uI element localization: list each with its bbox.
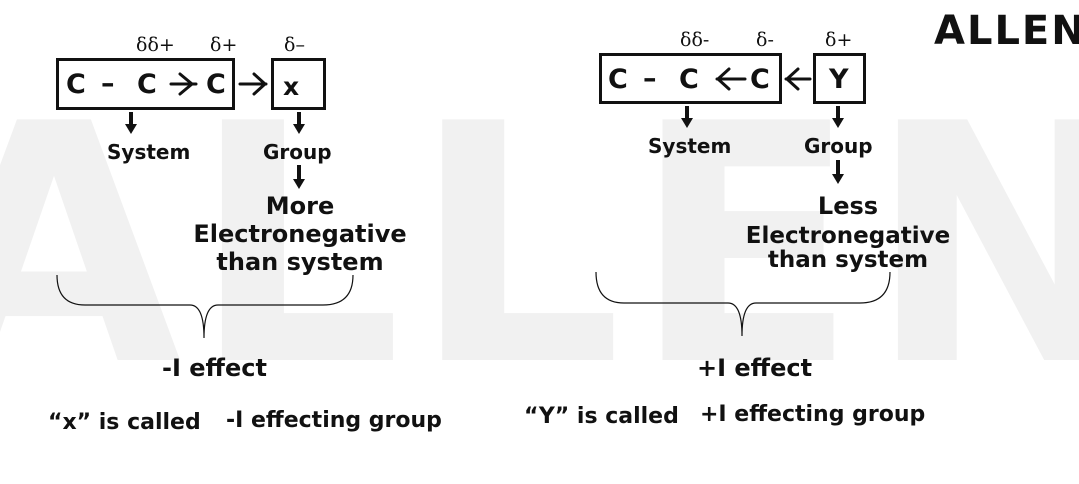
left-carbon-2: C [137,69,157,100]
right-group-box [813,53,866,104]
right-group-y: Y [829,64,849,95]
left-brace [56,274,354,339]
left-system-box [56,58,235,110]
right-caption-called: “Y” is called [524,404,679,429]
right-caption-group: +I effecting group [700,402,926,427]
left-delta-c3: δ+ [210,34,238,56]
left-system-down-arrow [125,112,137,134]
right-description-line-3: than system [767,247,929,273]
allen-logo: ALLEN [934,8,1079,54]
right-delta-group: δ+ [825,29,853,51]
left-group-down-arrow [293,112,305,134]
right-system-box [599,53,782,104]
right-carbon-3: C [750,64,770,95]
left-description-line-2: Electronegative [193,220,407,248]
watermark-text: ALLEN [0,54,1079,438]
right-group-desc-down-arrow [832,160,844,184]
right-description: Less Electronegative than system [730,192,966,272]
right-effect-label: +I effect [697,354,813,382]
left-caption-group: -I effecting group [226,408,442,433]
left-bond: – [101,68,115,99]
right-system-label: System [648,134,732,158]
left-group-label: Group [263,140,332,164]
left-description-line-1: More [265,192,335,220]
right-brace [595,271,891,337]
left-delta-group: δ– [284,34,305,56]
left-group-desc-down-arrow [293,165,305,189]
left-group-box [271,58,326,110]
left-chevron-arrow-2 [238,72,268,96]
right-carbon-1: C [608,64,628,95]
left-chevron-arrow-1 [169,72,198,96]
left-effect-label: -I effect [162,354,267,382]
left-description: More Electronegative than system [176,192,424,276]
right-group-down-arrow [832,106,844,128]
left-group-x: x [283,72,300,101]
left-carbon-3: C [206,69,226,100]
right-bond: – [643,63,657,94]
right-chevron-arrow-1 [715,67,747,91]
right-delta-c3: δ- [756,29,774,51]
right-carbon-2: C [679,64,699,95]
right-delta-c2: δδ- [680,29,710,51]
right-chevron-arrow-2 [784,67,812,91]
right-system-down-arrow [681,106,693,128]
left-system-label: System [107,140,191,164]
left-carbon-1: C [66,69,86,100]
left-description-line-3: than system [216,248,384,276]
left-delta-c2: δδ+ [136,34,175,56]
right-description-line-1: Less [817,192,879,220]
left-caption-called: “x” is called [48,410,201,435]
right-description-line-2: Electronegative [745,223,951,249]
right-group-label: Group [804,134,873,158]
